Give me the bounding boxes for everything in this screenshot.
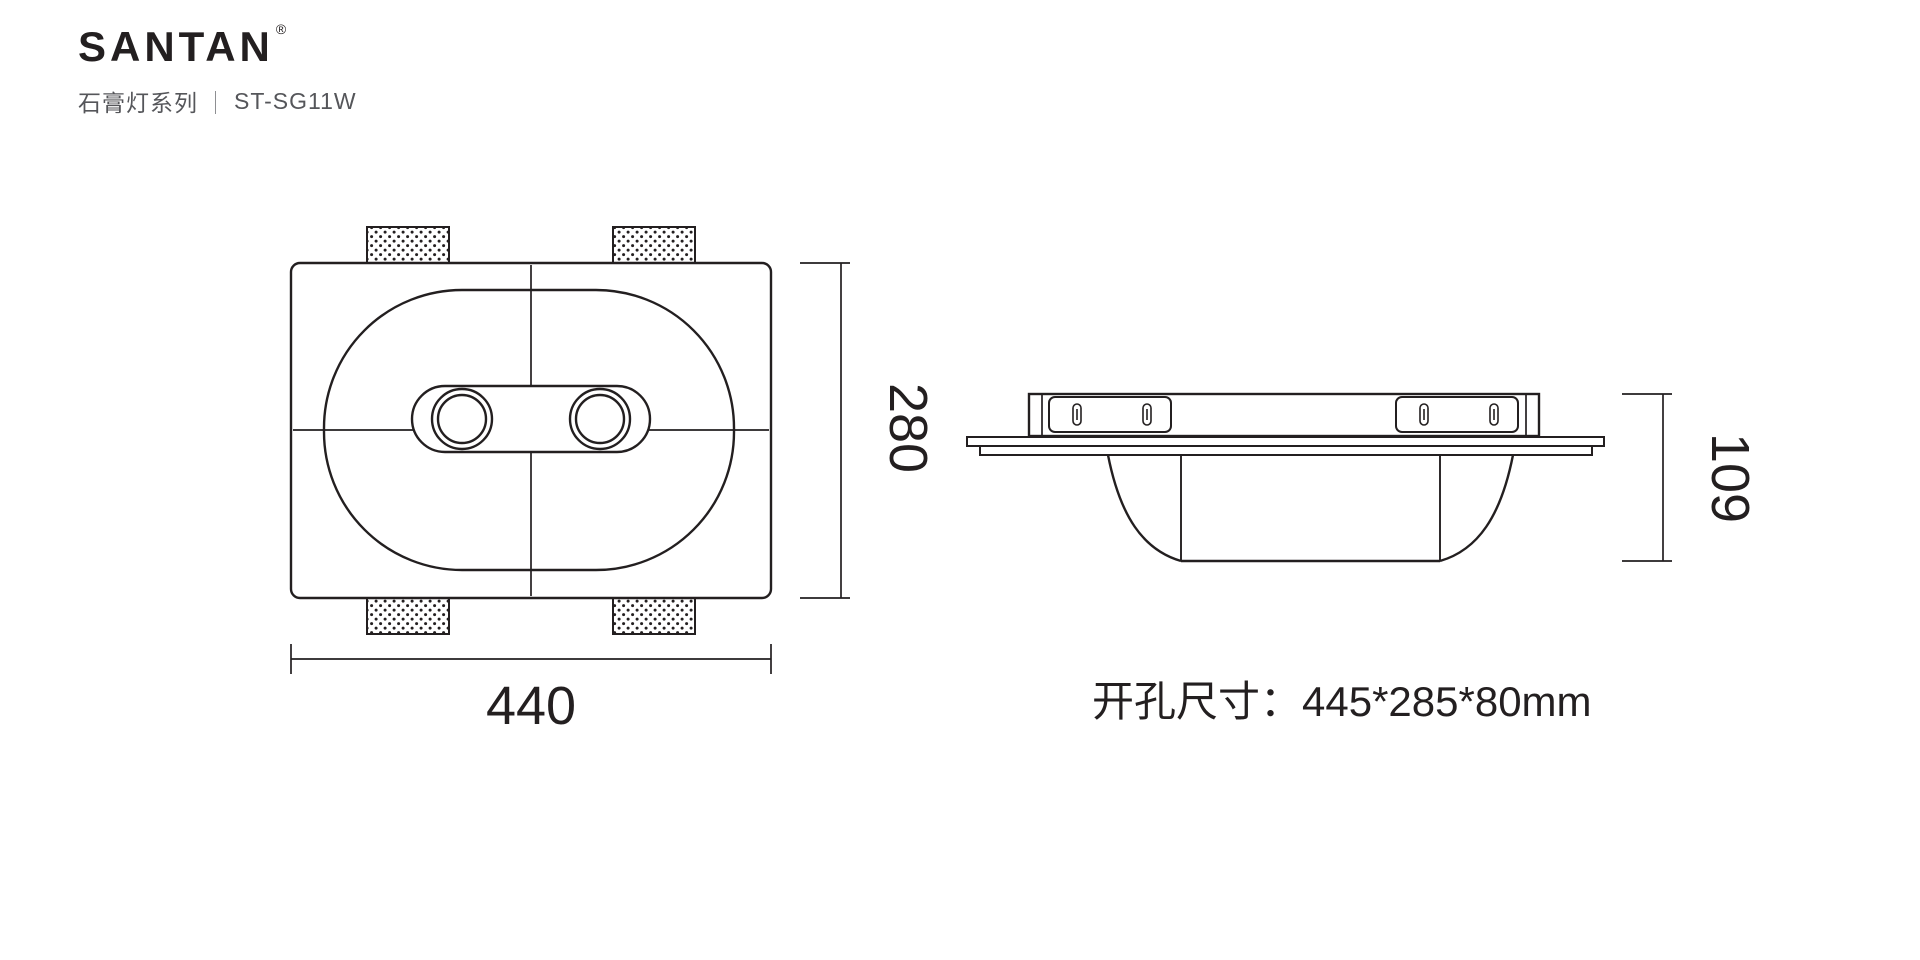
series-model-separator: ｜ xyxy=(204,90,228,117)
sheet-header: SANTAN® 石膏灯系列 ｜ ST-SG11W xyxy=(78,21,357,118)
brand-logo-text: SANTAN xyxy=(78,23,274,70)
lamp-circle-right-outer xyxy=(568,387,632,451)
mounting-tab-top-right xyxy=(612,226,696,266)
flange-plate-lower xyxy=(979,445,1593,456)
brand-logo: SANTAN® xyxy=(78,21,357,70)
front-view xyxy=(289,226,773,635)
model-number: ST-SG11W xyxy=(234,87,357,114)
dim-depth-label: 109 xyxy=(1700,433,1760,523)
product-series-line: 石膏灯系列 ｜ ST-SG11W xyxy=(78,84,357,118)
screw-slot-1 xyxy=(1072,403,1082,426)
mounting-tab-bottom-right xyxy=(612,595,696,635)
flange-plate-upper xyxy=(966,436,1605,447)
side-view-dimensions: 109 xyxy=(1622,393,1760,562)
cutout-size-note: 开孔尺寸：445*285*80mm xyxy=(1092,678,1592,725)
front-view-dimensions: 280 440 xyxy=(290,262,938,736)
bracket-box-left xyxy=(1048,396,1172,433)
dim-height-label: 280 xyxy=(878,383,938,473)
side-view xyxy=(966,392,1605,563)
mounting-tab-bottom-left xyxy=(366,595,450,635)
screw-slot-4 xyxy=(1489,403,1499,426)
lamp-circle-right-inner xyxy=(574,393,626,445)
bracket-box-right xyxy=(1395,396,1519,433)
lamp-circle-left-inner xyxy=(436,393,488,445)
screw-slot-3 xyxy=(1419,403,1429,426)
screw-slot-2 xyxy=(1142,403,1152,426)
series-label: 石膏灯系列 xyxy=(78,90,198,117)
body-curve-left xyxy=(1106,454,1182,563)
registered-trademark-icon: ® xyxy=(275,21,287,37)
dim-width-label: 440 xyxy=(486,676,576,736)
lamp-circle-left-outer xyxy=(430,387,494,451)
body-curve-right xyxy=(1439,454,1515,563)
mounting-tab-top-left xyxy=(366,226,450,266)
